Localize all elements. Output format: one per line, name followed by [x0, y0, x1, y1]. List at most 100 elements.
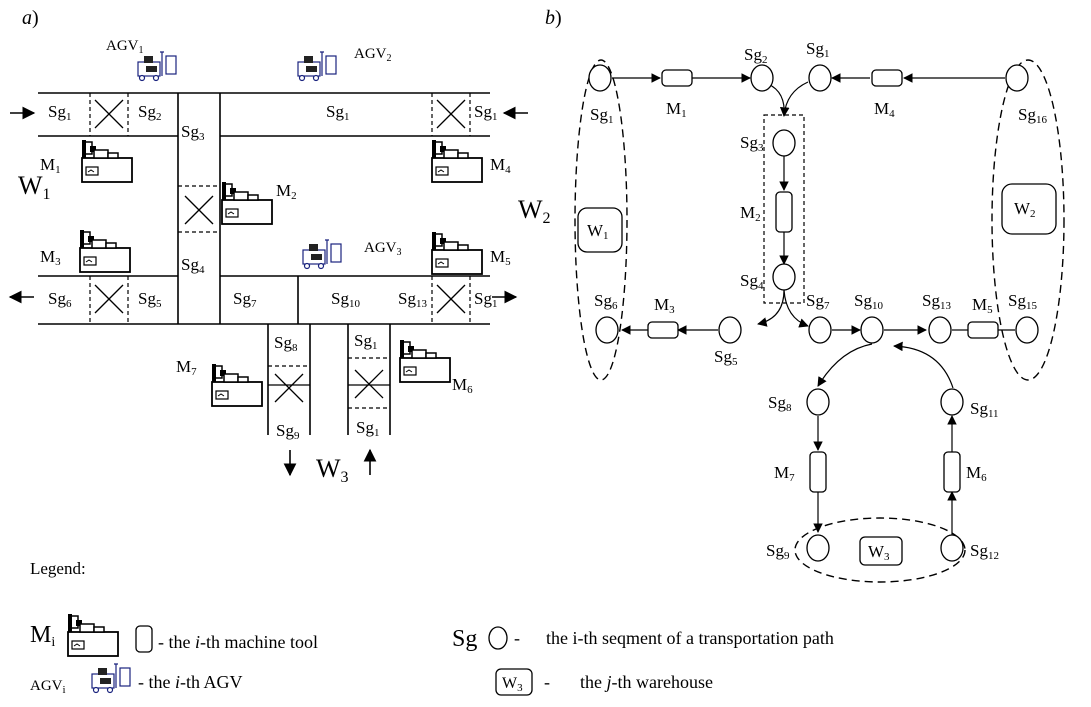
- node-label: Sg1: [590, 105, 613, 126]
- machine-label: M3: [654, 295, 675, 316]
- node-label: Sg10: [854, 291, 883, 312]
- legend-agv-text: - the i-th AGV: [138, 672, 243, 692]
- machine-tool-icon: [431, 231, 483, 275]
- legend-agv-symbol: AGVi: [30, 678, 66, 696]
- warehouse-box-label: W3: [868, 542, 890, 563]
- agv-label: AGV2: [354, 46, 392, 64]
- node-label: Sg12: [970, 541, 999, 562]
- machine-label: M4: [874, 99, 895, 120]
- agv-label: AGV1: [106, 38, 144, 56]
- agv-icon: [302, 239, 342, 270]
- segment-node: [940, 388, 964, 416]
- segment-node: [860, 316, 884, 344]
- legend: Legend: Mi - the i-th machine tool AGVi …: [30, 559, 834, 696]
- plant-layout: Sg1 Sg2 Sg1 Sg1 Sg3 Sg4 Sg6 Sg5 Sg7 Sg10…: [8, 38, 528, 486]
- segment-node: [1015, 316, 1039, 344]
- legend-segment-text: the i-th seqment of a transportation pat…: [546, 628, 834, 648]
- machine-label: M2: [276, 181, 297, 202]
- legend-machine-text: - the i-th machine tool: [158, 632, 318, 652]
- segment-node: [718, 316, 742, 344]
- segment-node: [808, 64, 832, 92]
- seg-label: Sg9: [276, 421, 300, 442]
- legend-warehouse-symbol: W3: [502, 675, 523, 694]
- node-label: Sg3: [740, 133, 764, 154]
- segment-node: [1005, 64, 1029, 92]
- seg-label: Sg10: [331, 289, 360, 310]
- panel-label-b: b): [545, 7, 562, 29]
- agv-icon: [297, 51, 337, 82]
- node-label: Sg16: [1018, 105, 1047, 126]
- seg-label: Sg3: [181, 122, 205, 143]
- machine-label: M7: [176, 357, 197, 378]
- node-label: Sg9: [766, 541, 790, 562]
- seg-label: Sg13: [398, 289, 427, 310]
- segment-node: [808, 316, 832, 344]
- segment-group: [763, 114, 805, 304]
- node-label: Sg1: [806, 39, 829, 60]
- node-label: Sg13: [922, 291, 951, 312]
- machine-label: M3: [40, 247, 61, 268]
- node-label: Sg4: [740, 271, 764, 292]
- seg-label: Sg1: [354, 331, 377, 352]
- legend-warehouse-dash: -: [544, 672, 550, 692]
- node-label: Sg11: [970, 399, 999, 420]
- machine-label: M1: [40, 155, 61, 176]
- segment-node: [940, 534, 964, 562]
- segment-node: [772, 129, 796, 157]
- warehouse-box-label: W2: [1014, 199, 1036, 220]
- node-label: Sg15: [1008, 291, 1037, 312]
- segment-node: [928, 316, 952, 344]
- segment-node: [772, 263, 796, 291]
- node-label: Sg7: [806, 291, 830, 312]
- machine-tool-icon: [79, 229, 131, 273]
- machine-tool-icon: [81, 139, 133, 183]
- seg-label: Sg1: [356, 418, 379, 439]
- segment-node: [806, 534, 830, 562]
- node-label: Sg5: [714, 347, 738, 368]
- seg-label: Sg5: [138, 289, 162, 310]
- node-label: Sg6: [594, 291, 618, 312]
- panel-label-a: a): [22, 7, 39, 29]
- machine-label: M5: [972, 295, 993, 316]
- seg-label: Sg1: [474, 289, 497, 310]
- machine-label: M2: [740, 203, 761, 224]
- seg-label: Sg1: [48, 102, 71, 123]
- segment-node: [595, 316, 619, 344]
- segment-node: [806, 388, 830, 416]
- segment-node: [750, 64, 774, 92]
- machine-label: M5: [490, 247, 511, 268]
- agv-icon: [91, 663, 131, 694]
- warehouse-region: [991, 59, 1065, 381]
- seg-label: Sg7: [233, 289, 257, 310]
- legend-warehouse-text: the j-th warehouse: [580, 672, 713, 692]
- agv-label: AGV3: [364, 240, 402, 258]
- warehouse-box-label: W1: [587, 221, 609, 242]
- machine-label: M4: [490, 155, 511, 176]
- legend-segment-symbol: Sg: [452, 626, 477, 652]
- warehouse-label: W2: [518, 195, 551, 227]
- node-label: Sg8: [768, 393, 792, 414]
- segment-node-icon: [488, 626, 508, 650]
- legend-machine-symbol: Mi: [30, 622, 55, 650]
- seg-label: Sg8: [274, 333, 298, 354]
- machine-tool-icon: [399, 339, 451, 383]
- seg-label: Sg2: [138, 102, 161, 123]
- transport-graph: W2 W1 W2 W3: [518, 39, 1065, 583]
- warehouse-label: W1: [18, 171, 51, 203]
- machine-tool-icon: [431, 139, 483, 183]
- seg-label: Sg6: [48, 289, 72, 310]
- legend-segment-dash: -: [514, 628, 520, 648]
- warehouse-region: [574, 59, 628, 381]
- seg-label: Sg1: [474, 102, 497, 123]
- machine-label: M7: [774, 463, 795, 484]
- machine-label: M6: [966, 463, 987, 484]
- legend-title: Legend:: [30, 559, 86, 578]
- warehouse-region: [794, 517, 966, 583]
- machine-label: M1: [666, 99, 687, 120]
- warehouse-label: W3: [316, 454, 349, 486]
- seg-label: Sg1: [326, 102, 349, 123]
- node-label: Sg2: [744, 45, 767, 66]
- machine-label: M6: [452, 375, 473, 396]
- segment-node: [588, 64, 612, 92]
